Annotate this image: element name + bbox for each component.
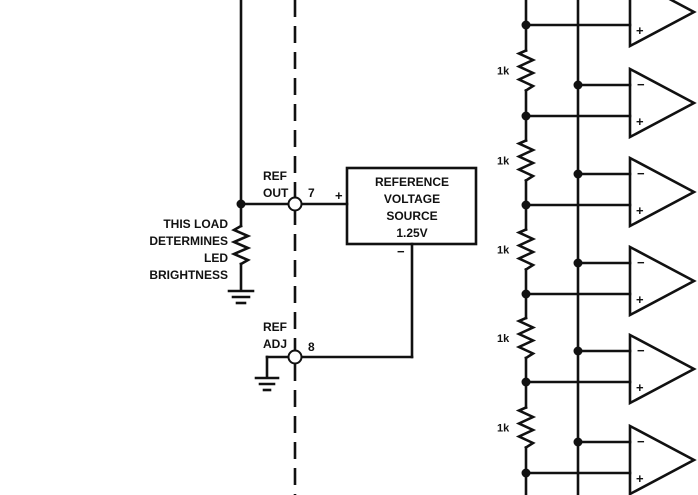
pin-circle-out [287, 196, 303, 212]
junction-dot [573, 80, 583, 90]
resistor-1k [515, 316, 537, 360]
junction-dot [521, 200, 531, 210]
comparator-minus-sign: − [637, 0, 645, 1]
comparator [628, 423, 697, 495]
load-label: THIS LOAD DETERMINES LED BRIGHTNESS [149, 217, 228, 282]
ref-block-plus: + [335, 188, 343, 203]
comparator [628, 244, 697, 318]
ref-block-text: REFERENCE [375, 175, 449, 189]
junction-dot [521, 377, 531, 387]
comparator-plus-sign: + [636, 380, 644, 395]
ref-block-text: SOURCE [386, 209, 437, 223]
load-label-line: THIS LOAD [163, 217, 228, 231]
junction-dot [236, 199, 246, 209]
ground-symbol-load [227, 289, 255, 305]
resistor-1k [515, 138, 537, 183]
load-label-line: DETERMINES [149, 234, 228, 248]
comparator-minus-sign: − [637, 343, 645, 358]
comparator [628, 66, 697, 140]
comparator-plus-sign: + [636, 114, 644, 129]
comparator-plus-sign: + [636, 471, 644, 486]
comparator [628, 0, 697, 49]
pin-number-7: 7 [308, 186, 315, 200]
comparator-plus-sign: + [636, 23, 644, 38]
comparator-minus-sign: − [637, 434, 645, 449]
ref-adj-label: REF [263, 320, 287, 334]
comparator-plus-sign: + [636, 203, 644, 218]
ground-symbol-adj [254, 376, 280, 392]
ref-out-label: OUT [263, 186, 289, 200]
resistor-label: 1k [497, 245, 510, 257]
resistor-1k [515, 48, 537, 93]
load-label-line: BRIGHTNESS [149, 268, 228, 282]
resistor-1k [515, 405, 537, 450]
ref-out-pin: REF OUT 7 [263, 169, 349, 212]
ref-adj-pin: REF ADJ 8 [254, 320, 414, 392]
comparator-minus-sign: − [637, 77, 645, 92]
resistor-divider-chain: 1k 1k 1k 1k 1k − + − + − + − + − + − + [497, 0, 697, 495]
pin-number-8: 8 [308, 340, 315, 354]
junction-dot [521, 289, 531, 299]
reference-voltage-source: REFERENCE VOLTAGE SOURCE 1.25V + − [335, 166, 478, 359]
ref-block-text: 1.25V [396, 226, 427, 240]
junction-dot [521, 468, 531, 478]
comparator-minus-sign: − [637, 255, 645, 270]
junction-dot [521, 111, 531, 121]
resistor-label: 1k [497, 423, 510, 435]
junction-dot [521, 20, 531, 30]
ref-block-text: VOLTAGE [384, 192, 440, 206]
comparator [628, 155, 697, 229]
ref-adj-label: ADJ [263, 337, 287, 351]
comparator [628, 332, 697, 406]
junction-dot [573, 346, 583, 356]
load-resistor-branch [227, 0, 289, 305]
resistor-label: 1k [497, 66, 510, 78]
junction-dot [573, 169, 583, 179]
comparator-plus-sign: + [636, 292, 644, 307]
ref-block-minus: − [397, 244, 405, 259]
resistor-1k [515, 227, 537, 272]
resistor-label: 1k [497, 333, 510, 345]
ref-out-label: REF [263, 169, 287, 183]
junction-dot [573, 437, 583, 447]
pin-circle-adj [287, 349, 303, 365]
load-resistor [230, 224, 252, 266]
load-label-line: LED [204, 251, 228, 265]
junction-dot [573, 258, 583, 268]
comparator-minus-sign: − [637, 166, 645, 181]
resistor-label: 1k [497, 156, 510, 168]
